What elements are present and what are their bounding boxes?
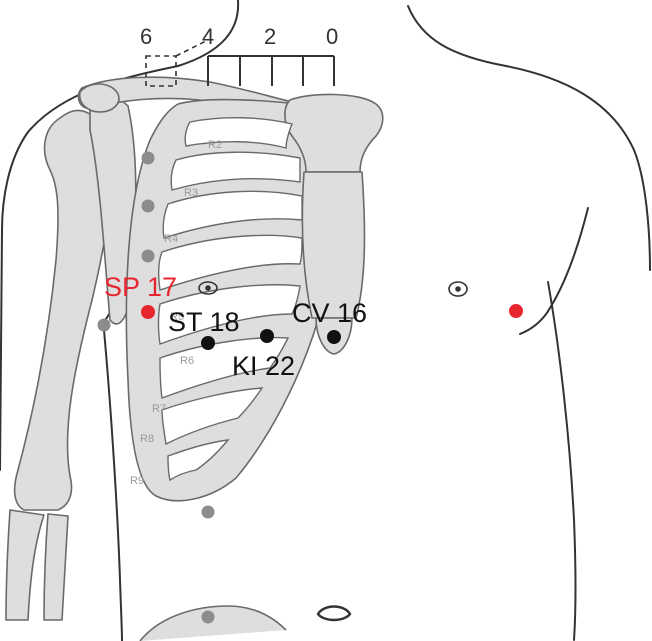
rib-label: R4 [164, 233, 178, 245]
forearm-bone [6, 510, 44, 620]
scale-labels: 6 4 2 0 [140, 24, 338, 49]
right-torso-contour [548, 282, 576, 640]
acromion-bone [80, 84, 119, 112]
contralateral-sp17-point-marker [509, 304, 523, 318]
st18-label: ST 18 [168, 307, 240, 337]
rib-label: R7 [152, 403, 166, 415]
ki22-point-marker [260, 329, 274, 343]
sp17-point-marker [141, 305, 155, 319]
secondary-point-marker [142, 250, 155, 263]
scale-bar [208, 56, 334, 86]
secondary-point-marker [202, 611, 215, 624]
rib-label: R3 [184, 187, 198, 199]
cv16-label: CV 16 [292, 298, 367, 328]
right-shoulder-contour [506, 66, 650, 270]
rib-label: R9 [130, 475, 144, 487]
rib-label: R8 [140, 433, 154, 445]
secondary-point-marker [98, 319, 111, 332]
rib-label: R2 [208, 139, 222, 151]
secondary-point-marker [142, 152, 155, 165]
secondary-point-marker [142, 200, 155, 213]
neck-right-contour [408, 6, 506, 66]
left-torso-contour [104, 330, 122, 641]
navel-icon [318, 607, 350, 621]
sp17-label: SP 17 [104, 272, 177, 302]
left-arm-contour [0, 230, 2, 470]
rib-label: R6 [180, 355, 194, 367]
ki22-label: KI 22 [232, 351, 295, 381]
scale-label-2: 2 [264, 24, 276, 49]
pelvis-contour [140, 606, 286, 641]
left-nipple-center [206, 286, 210, 290]
right-nipple-center [456, 287, 460, 291]
secondary-point-marker [202, 506, 215, 519]
st18-point-marker [201, 336, 215, 350]
cv16-point-marker [327, 330, 341, 344]
sternum-body-bone [302, 172, 364, 318]
scale-label-4: 4 [202, 24, 214, 49]
forearm-bone-2 [44, 514, 68, 620]
scale-label-6: 6 [140, 24, 152, 49]
scale-label-0: 0 [326, 24, 338, 49]
